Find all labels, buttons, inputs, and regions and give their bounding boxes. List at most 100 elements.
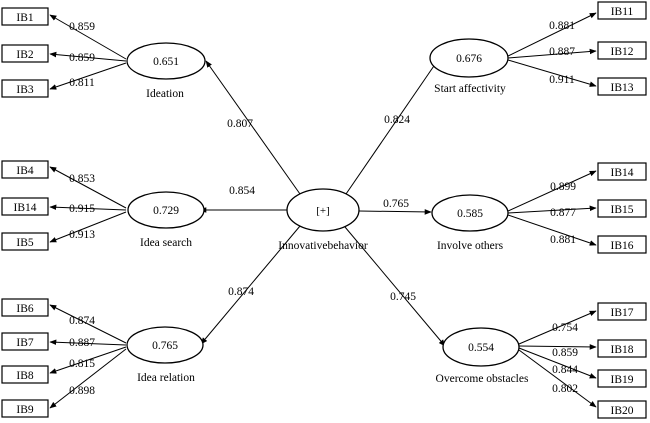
path-arrow-idea-relation <box>200 225 301 345</box>
indicator-box <box>597 162 647 181</box>
path-coefficient-involve-others: 0.765 <box>383 198 409 210</box>
path-coefficient-start-affectivity: 0.824 <box>384 114 410 126</box>
loading-arrow <box>49 339 127 346</box>
construct-overcome-obstacles: 0.554 Overcome obstacles 0.754 0.859 0.8… <box>436 302 647 419</box>
indicator-label: IB11 <box>611 6 634 18</box>
indicator-label: IB19 <box>611 374 634 386</box>
construct-involve-others: 0.585 Involve others 0.899 0.877 0.881 I… <box>431 162 647 254</box>
loading-value: 0.853 <box>69 173 95 185</box>
construct-name: Idea relation <box>137 372 195 384</box>
indicator-label: IB12 <box>611 46 634 58</box>
loading-value: 0.898 <box>69 385 95 397</box>
loading-arrow <box>49 348 127 409</box>
loading-arrow <box>49 304 127 344</box>
path-coefficient-overcome-obstacles: 0.745 <box>390 291 416 303</box>
path-coefficient-idea-search: 0.854 <box>229 185 255 197</box>
loading-value: 0.887 <box>69 337 95 349</box>
indicator-box <box>597 41 647 60</box>
indicator-box <box>1 44 49 63</box>
indicator-box <box>1 160 49 179</box>
indicator-box <box>597 199 647 218</box>
indicator-box <box>597 400 647 419</box>
loading-arrow <box>49 346 127 374</box>
loading-value: 0.887 <box>549 46 575 58</box>
path-coefficient-idea-relation: 0.874 <box>228 286 254 298</box>
construct-ellipse <box>442 327 520 367</box>
loading-arrow <box>507 170 597 212</box>
indicator-label: IB7 <box>16 337 34 349</box>
construct-r2: 0.676 <box>456 53 482 65</box>
indicator-box <box>1 79 49 98</box>
loading-arrow <box>518 344 597 350</box>
construct-r2: 0.554 <box>468 342 494 354</box>
loading-arrow <box>507 205 597 214</box>
path-arrow-overcome-obstacles <box>344 226 446 347</box>
indicator-label: IB8 <box>16 370 34 382</box>
construct-r2: 0.585 <box>457 208 483 220</box>
loading-arrow <box>507 48 597 59</box>
construct-ellipse <box>127 191 205 229</box>
central-construct: [+] Innovativebehavior <box>278 188 368 252</box>
loading-arrow <box>518 347 597 379</box>
path-arrow-start-affectivity <box>345 59 439 195</box>
loading-value: 0.881 <box>550 234 576 246</box>
loading-arrow <box>49 166 127 209</box>
construct-idea-search: IB4 IB14 IB5 0.853 0.915 0.913 0.729 Ide… <box>1 160 205 251</box>
indicator-label: IB20 <box>611 405 634 417</box>
loading-value: 0.915 <box>69 203 95 215</box>
construct-start-affectivity: 0.676 Start affectivity 0.881 0.887 0.91… <box>429 1 647 96</box>
construct-r2: 0.765 <box>152 340 178 352</box>
indicator-label: IB15 <box>611 204 634 216</box>
loading-value: 0.802 <box>552 383 578 395</box>
indicator-box <box>1 232 49 251</box>
indicator-box <box>597 302 647 321</box>
path-arrow-ideation <box>205 60 301 195</box>
loading-value: 0.859 <box>69 21 95 33</box>
indicator-label: IB13 <box>611 82 634 94</box>
indicator-label: IB17 <box>611 307 634 319</box>
loading-value: 0.754 <box>552 322 578 334</box>
indicator-label: IB5 <box>16 237 34 249</box>
loading-arrow <box>507 12 597 57</box>
construct-idea-relation: IB6 IB7 IB8 IB9 0.874 0.887 0.815 0.898 … <box>1 298 204 418</box>
loading-arrow <box>49 14 127 60</box>
indicator-label: IB4 <box>16 165 34 177</box>
indicator-box <box>597 1 647 20</box>
central-construct-symbol: [+] <box>316 205 330 217</box>
loading-arrow <box>49 204 127 211</box>
loading-value: 0.881 <box>549 20 575 32</box>
path-coefficient-ideation: 0.807 <box>227 118 253 130</box>
indicator-label: IB6 <box>16 303 34 315</box>
construct-r2: 0.729 <box>153 205 179 217</box>
construct-name: Involve others <box>437 240 504 252</box>
indicator-box <box>597 77 647 96</box>
loading-arrow <box>49 211 127 243</box>
loading-arrow <box>49 62 127 90</box>
indicator-box <box>1 7 49 26</box>
indicator-label: IB18 <box>611 344 634 356</box>
indicator-label: IB16 <box>611 240 634 252</box>
loading-value: 0.859 <box>552 347 578 359</box>
indicator-box <box>597 235 647 254</box>
indicator-box <box>1 197 49 216</box>
loading-value: 0.899 <box>550 181 576 193</box>
loading-arrow <box>518 349 597 408</box>
construct-ideation: IB1 IB2 IB3 0.859 0.859 0.811 0.651 Idea… <box>1 7 206 100</box>
indicator-box <box>597 339 647 358</box>
loading-value: 0.911 <box>549 74 575 86</box>
indicator-label: IB14 <box>611 167 634 179</box>
indicator-label: IB3 <box>16 84 34 96</box>
loading-arrow <box>507 214 597 246</box>
loading-value: 0.913 <box>69 229 95 241</box>
construct-name: Start affectivity <box>434 83 506 95</box>
indicator-label: IB14 <box>14 202 37 214</box>
loading-arrow <box>507 59 597 87</box>
indicator-box <box>1 399 49 418</box>
loading-value: 0.877 <box>550 207 576 219</box>
construct-name: Ideation <box>146 88 184 100</box>
loading-value: 0.874 <box>69 315 95 327</box>
loading-value: 0.844 <box>552 364 578 376</box>
construct-name: Idea search <box>140 237 192 249</box>
indicator-label: IB2 <box>16 49 34 61</box>
loading-arrow <box>49 51 127 62</box>
